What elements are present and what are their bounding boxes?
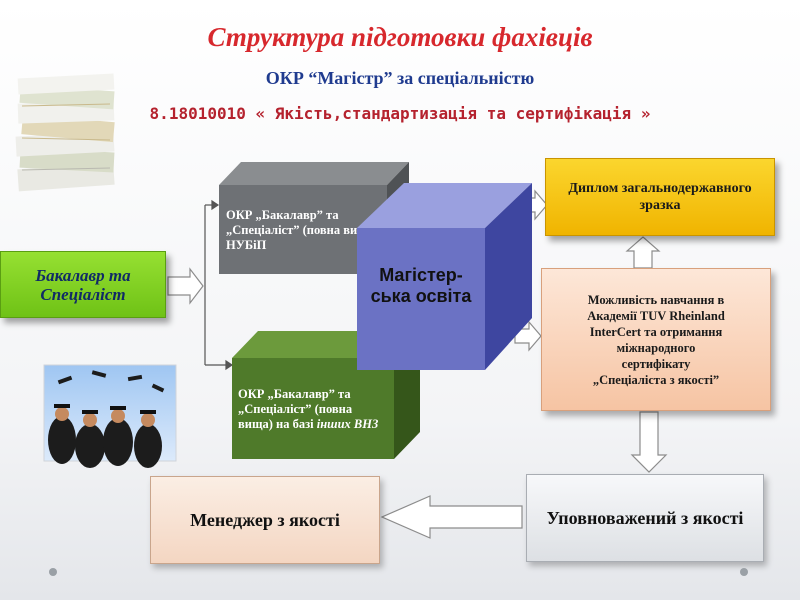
specialty-line: 8.18010010 « Якість,стандартизація та се… (149, 104, 651, 123)
arrow-left-icon (380, 495, 523, 539)
tuv-certificate-box: Можливість навчання в Академії TUV Rhein… (541, 268, 771, 411)
diploma-label: Диплом загальнодержавного зразка (568, 181, 752, 213)
master-education-label: Магістер-ська освіта (370, 265, 472, 306)
quality-manager-label: Менеджер з якості (190, 510, 340, 530)
arrow-right-icon (520, 189, 548, 221)
okr-nubip-box: ОКР „Бакалавр” та „Спеціаліст” (повна ви… (222, 187, 382, 273)
arrow-right-icon (167, 267, 204, 305)
master-education-box: Магістер-ська освіта (362, 236, 480, 336)
authorized-quality-label: Уповноважений з якості (546, 508, 744, 528)
bachelor-specialist-label: Бакалавр та Спеціаліст (35, 265, 131, 304)
tuv-line-4: міжнародного (616, 340, 696, 355)
okr-nubip-label: ОКР „Бакалавр” та „Спеціаліст” (повна ви… (226, 207, 379, 252)
okr-other-box: ОКР „Бакалавр” та „Спеціаліст” (повна ви… (236, 362, 390, 456)
tuv-line-3: InterCert та отримання (589, 324, 723, 339)
slide-dot-right (740, 568, 748, 576)
tuv-line-6: „Спеціаліста з якості” (592, 372, 720, 387)
okr-other-emphasis: інших ВНЗ (316, 416, 379, 431)
quality-manager-box: Менеджер з якості (150, 476, 380, 564)
authorized-quality-box: Уповноважений з якості (526, 474, 764, 562)
tuv-line-1: Можливість навчання в (587, 292, 725, 307)
arrow-down-icon (630, 411, 668, 473)
slide-dot-left (49, 568, 57, 576)
arrow-up-icon (625, 236, 661, 269)
diploma-box: Диплом загальнодержавного зразка (545, 158, 775, 236)
arrow-right-icon (514, 320, 542, 352)
tuv-line-5: сертифікату (621, 356, 691, 371)
bachelor-specialist-box: Бакалавр та Спеціаліст (0, 251, 166, 318)
page-title: Структура підготовки фахівців (207, 22, 593, 52)
page-subtitle: ОКР “Магістр” за спеціальністю (265, 68, 535, 88)
tuv-line-2: Академії TUV Rheinland (587, 308, 725, 323)
okr-other-label: ОКР „Бакалавр” та „Спеціаліст” (повна ви… (238, 386, 353, 431)
